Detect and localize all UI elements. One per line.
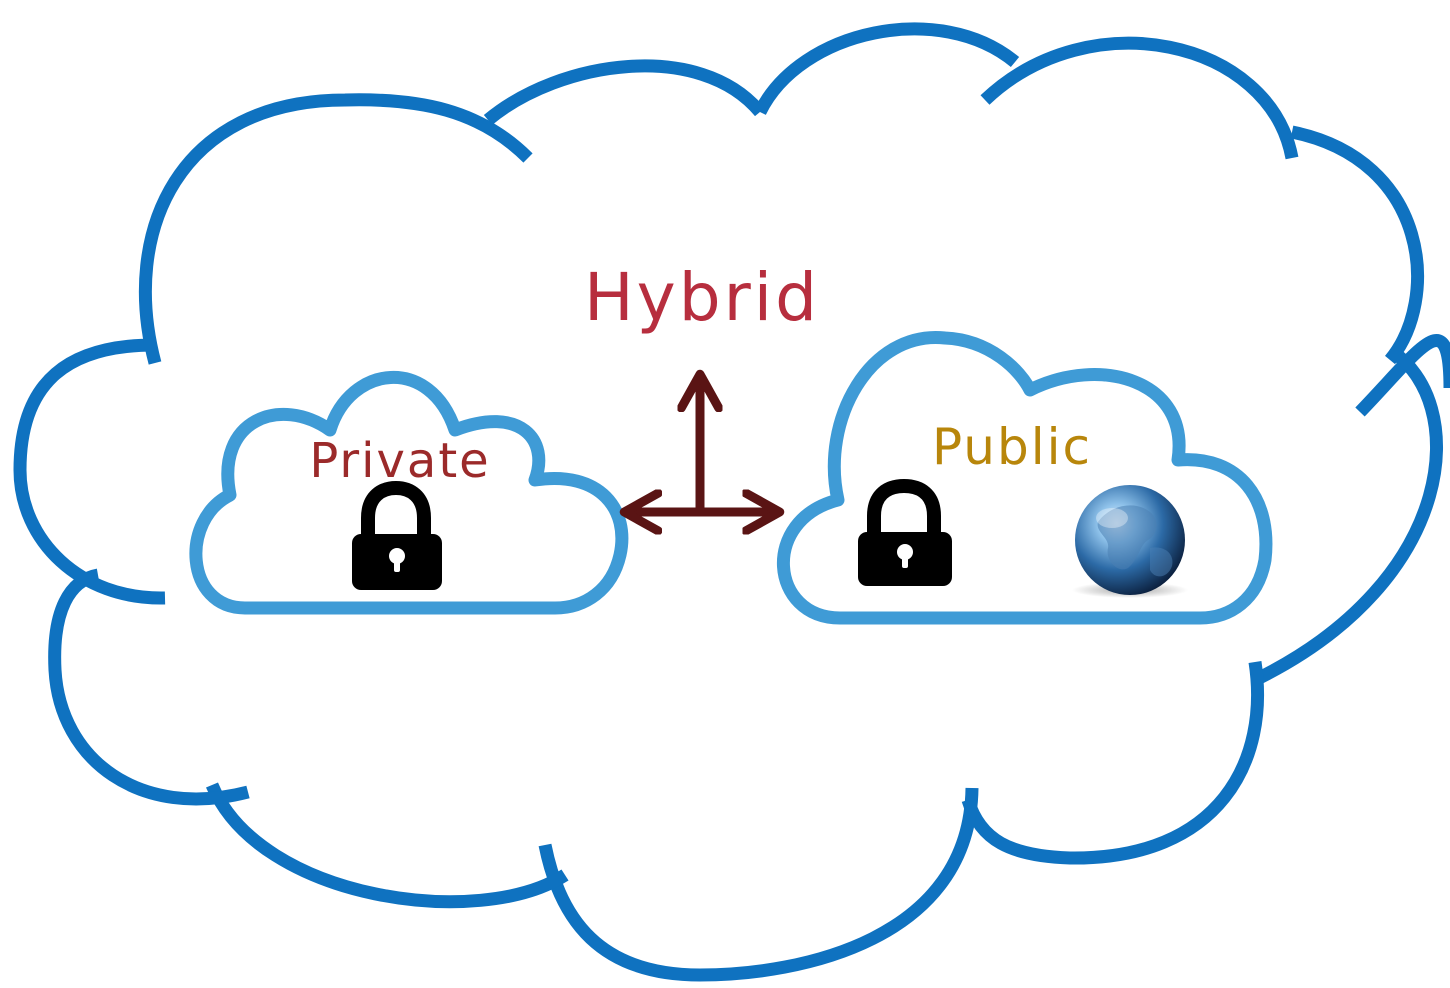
lock-icon — [352, 480, 442, 590]
public-cloud-shape — [777, 331, 1273, 625]
private-label: Private — [309, 433, 490, 489]
globe-icon — [1072, 485, 1188, 598]
public-cloud: Public — [777, 331, 1273, 625]
hybrid-connector — [628, 378, 776, 512]
private-cloud: Private — [189, 371, 629, 615]
outer-cloud-shape — [13, 22, 1450, 982]
public-label: Public — [932, 418, 1092, 476]
hybrid-label: Hybrid — [584, 259, 820, 336]
lock-icon — [858, 478, 952, 586]
